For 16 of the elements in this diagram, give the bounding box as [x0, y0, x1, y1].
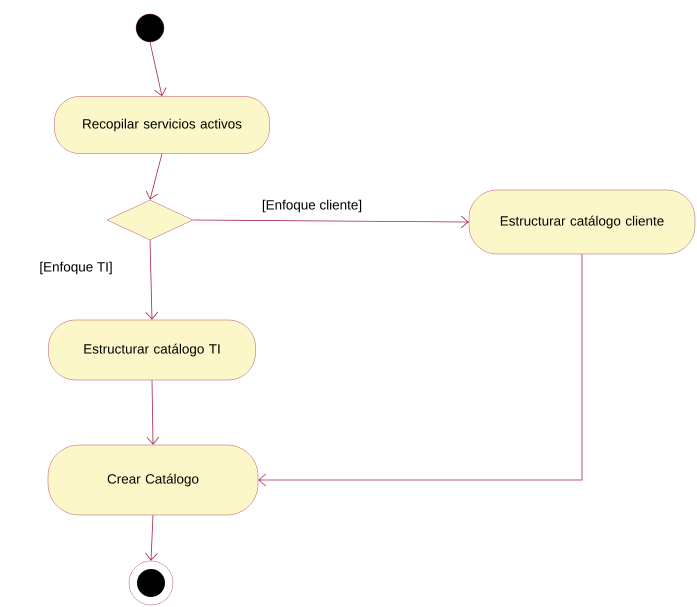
start-node: [136, 14, 164, 42]
activity-box: Estructurar catálogo cliente: [468, 190, 696, 254]
arrow: [150, 42, 167, 96]
arrow: [146, 153, 162, 200]
arrow: [144, 514, 158, 561]
guard-label: [Enfoque cliente]: [260, 198, 364, 214]
guard-label: [Enfoque TI]: [38, 260, 114, 276]
arrow: [258, 254, 582, 486]
activity-box: Crear Catálogo: [48, 444, 258, 516]
end-node: [128, 560, 174, 606]
activity-box: Recopilar servicios activos: [54, 96, 270, 154]
arrow: [145, 240, 158, 320]
activity-box: Estructurar catálogo TI: [48, 320, 256, 380]
decision-diamond: [106, 200, 194, 240]
arrow: [146, 380, 160, 445]
arrow: [192, 216, 469, 228]
